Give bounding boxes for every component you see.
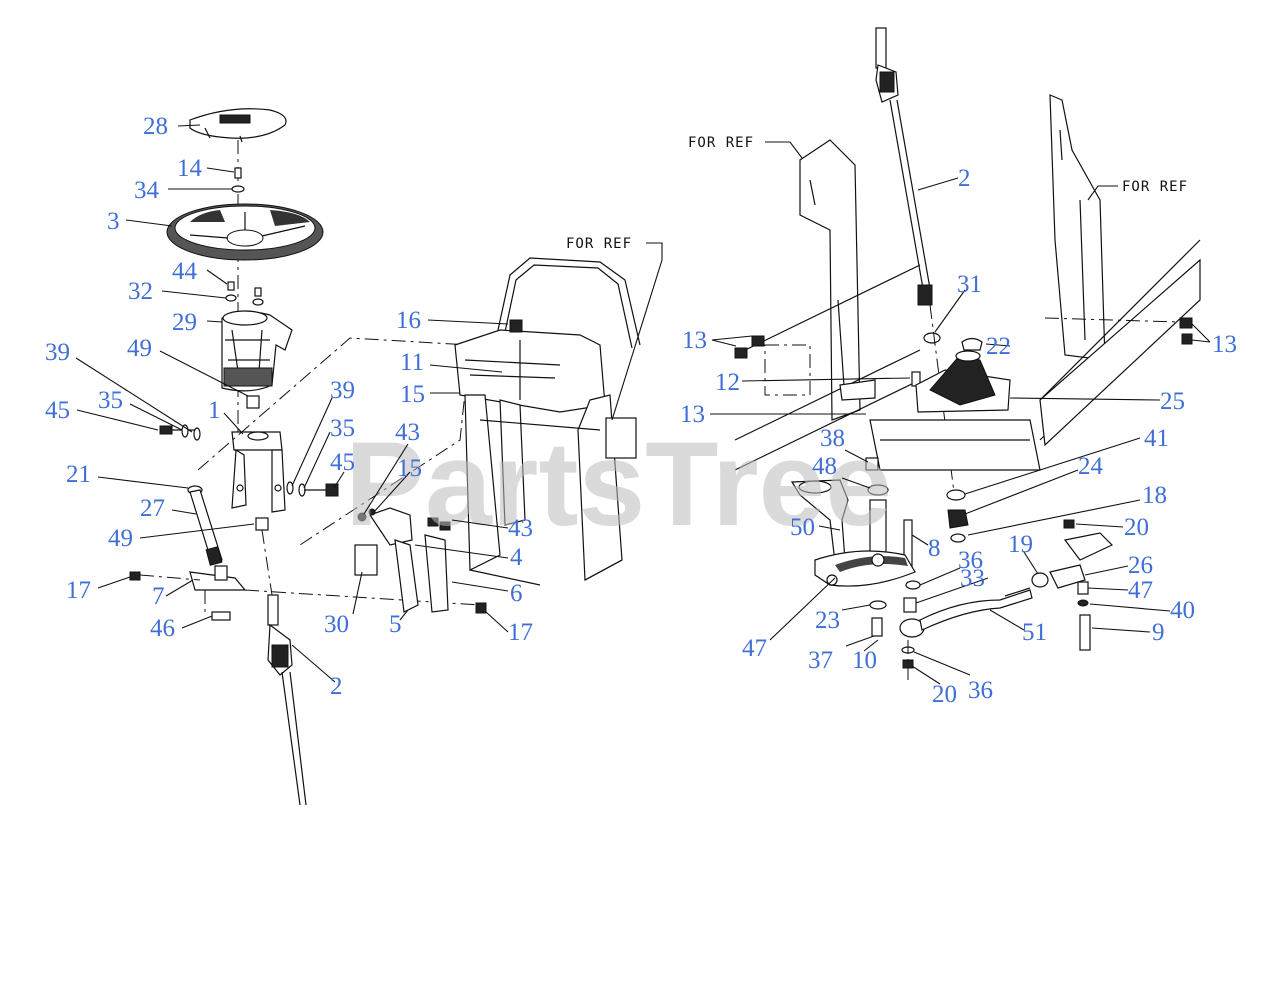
for-ref-label-3: FOR REF bbox=[566, 236, 632, 252]
callout-14: 14 bbox=[177, 155, 203, 182]
callout-9: 9 bbox=[1152, 619, 1165, 646]
callout-19: 19 bbox=[1008, 531, 1033, 558]
steering-cap-part bbox=[189, 108, 287, 143]
callout-47-left: 33 bbox=[960, 565, 985, 592]
for-ref-label-1: FOR REF bbox=[688, 135, 754, 151]
ref-label-group: FOR REF FOR REF FOR REF bbox=[566, 135, 1188, 421]
steering-arm-part bbox=[1049, 519, 1114, 651]
callout-13-upper-left: 13 bbox=[682, 327, 707, 354]
callout-21: 21 bbox=[66, 461, 91, 488]
callout-2-right: 2 bbox=[958, 165, 971, 192]
callout-45-left: 45 bbox=[45, 397, 70, 424]
callout-18: 18 bbox=[1142, 482, 1167, 509]
callout-48: 48 bbox=[812, 453, 837, 480]
callout-10: 10 bbox=[852, 647, 877, 674]
callout-43-lower: 43 bbox=[508, 515, 533, 542]
callout-17-right: 17 bbox=[508, 619, 533, 646]
callout-38: 38 bbox=[820, 425, 845, 452]
callout-28: 28 bbox=[143, 113, 168, 140]
callout-51: 51 bbox=[1022, 619, 1047, 646]
callout-44: 44 bbox=[172, 258, 198, 285]
callout-41: 41 bbox=[1144, 425, 1169, 452]
callout-45-right: 45 bbox=[330, 449, 355, 476]
callout-39-left: 39 bbox=[45, 339, 70, 366]
callout-20-lower: 20 bbox=[932, 681, 957, 708]
callout-29: 29 bbox=[172, 309, 197, 336]
callout-4: 4 bbox=[510, 544, 523, 571]
callout-26: 26 bbox=[1128, 552, 1153, 579]
callout-13-right: 13 bbox=[1212, 331, 1237, 358]
callout-22: 22 bbox=[986, 333, 1011, 360]
callout-36-upper: 36 bbox=[958, 547, 983, 574]
callout-16: 16 bbox=[396, 307, 421, 334]
callout-12: 12 bbox=[715, 369, 740, 396]
leader-lines bbox=[75, 124, 1211, 685]
callout-15-lower: 15 bbox=[397, 455, 422, 482]
callout-7: 7 bbox=[152, 583, 165, 610]
sector-gear-part bbox=[814, 550, 916, 587]
steering-shaft-part bbox=[267, 594, 307, 806]
callout-35-right: 35 bbox=[330, 415, 355, 442]
callout-24: 24 bbox=[1078, 453, 1104, 480]
callout-36-lower: 36 bbox=[968, 677, 993, 704]
callout-31: 31 bbox=[957, 271, 982, 298]
steering-plate-part bbox=[915, 350, 1011, 413]
callout-13-lower-left: 13 bbox=[680, 401, 705, 428]
callout-49-upper: 49 bbox=[127, 335, 152, 362]
callout-labels: 28 14 34 3 44 32 29 49 39 45 35 1 21 27 … bbox=[45, 113, 1237, 708]
callout-43-upper: 43 bbox=[395, 419, 420, 446]
callout-23: 47 bbox=[742, 635, 767, 662]
callout-20-upper: 20 bbox=[1124, 514, 1149, 541]
callout-6: 6 bbox=[510, 580, 523, 607]
callout-37: 37 bbox=[808, 647, 833, 674]
callout-35-left: 35 bbox=[98, 387, 123, 414]
callout-40: 40 bbox=[1170, 597, 1195, 624]
callout-33: 23 bbox=[815, 607, 840, 634]
callout-8: 8 bbox=[928, 535, 941, 562]
callout-30: 30 bbox=[324, 611, 349, 638]
upper-steering-shaft-part bbox=[875, 27, 933, 306]
callout-32: 32 bbox=[128, 278, 153, 305]
watermark: PartsTree bbox=[345, 417, 892, 551]
callout-5: 5 bbox=[389, 611, 402, 638]
callout-2-left: 2 bbox=[330, 673, 343, 700]
callout-46: 46 bbox=[150, 615, 175, 642]
callout-34: 34 bbox=[134, 177, 160, 204]
pedal-bracket-part bbox=[354, 507, 487, 614]
steering-wheel-part bbox=[166, 203, 324, 261]
callout-1: 1 bbox=[208, 397, 221, 424]
callout-27: 27 bbox=[140, 495, 165, 522]
tie-rod-part bbox=[899, 587, 1033, 638]
callout-17-left: 17 bbox=[66, 577, 91, 604]
callout-50: 50 bbox=[790, 514, 815, 541]
callout-3: 3 bbox=[107, 208, 120, 235]
steering-bracket-part bbox=[231, 431, 286, 513]
callout-47-right: 47 bbox=[1128, 577, 1153, 604]
callout-11: 11 bbox=[400, 349, 424, 376]
callout-15-upper: 15 bbox=[400, 381, 425, 408]
callout-39-right: 39 bbox=[330, 377, 355, 404]
gas-spring-part bbox=[187, 485, 223, 566]
callout-25: 25 bbox=[1160, 388, 1185, 415]
frame-reference-left bbox=[454, 257, 641, 586]
for-ref-label-2: FOR REF bbox=[1122, 179, 1188, 195]
callout-49-lower: 49 bbox=[108, 525, 133, 552]
column-cover-part bbox=[221, 310, 293, 392]
